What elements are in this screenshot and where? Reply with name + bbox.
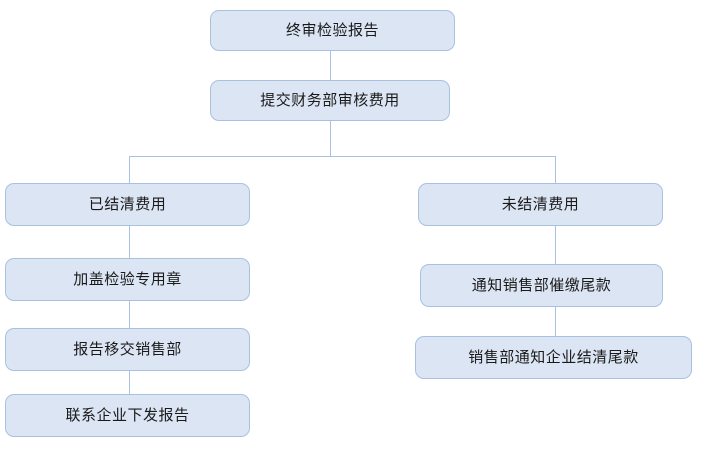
node-notify-sales[interactable]: 通知销售部催缴尾款 xyxy=(420,264,663,307)
connector-transfer-to-contact xyxy=(129,371,130,395)
connector-unsettled-to-notify xyxy=(555,226,556,265)
node-unsettled[interactable]: 未结清费用 xyxy=(418,183,663,226)
node-transfer-sales-label: 报告移交销售部 xyxy=(73,341,182,358)
connector-branch-horizontal xyxy=(129,156,556,157)
connector-notify-to-sales-notify xyxy=(555,306,556,337)
node-transfer-sales[interactable]: 报告移交销售部 xyxy=(5,328,250,371)
node-settled[interactable]: 已结清费用 xyxy=(5,183,250,226)
node-submit-finance[interactable]: 提交财务部审核费用 xyxy=(210,80,450,121)
node-settled-label: 已结清费用 xyxy=(88,196,167,213)
connector-start-to-submit xyxy=(330,50,331,80)
connector-submit-stem xyxy=(330,120,331,157)
node-submit-finance-label: 提交财务部审核费用 xyxy=(260,92,400,109)
node-unsettled-label: 未结清费用 xyxy=(501,196,580,213)
node-sales-notify-company-label: 销售部通知企业结清尾款 xyxy=(468,349,639,366)
connector-branch-left-drop xyxy=(129,156,130,184)
node-stamp[interactable]: 加盖检验专用章 xyxy=(5,258,250,301)
node-contact-company-label: 联系企业下发报告 xyxy=(65,407,190,424)
node-start[interactable]: 终审检验报告 xyxy=(210,10,455,51)
connector-settled-to-stamp xyxy=(129,226,130,259)
node-sales-notify-company[interactable]: 销售部通知企业结清尾款 xyxy=(415,336,692,379)
connector-branch-right-drop xyxy=(555,156,556,184)
node-start-label: 终审检验报告 xyxy=(285,22,379,39)
node-stamp-label: 加盖检验专用章 xyxy=(73,271,182,288)
node-contact-company[interactable]: 联系企业下发报告 xyxy=(5,394,250,437)
node-notify-sales-label: 通知销售部催缴尾款 xyxy=(471,277,612,294)
connector-stamp-to-transfer xyxy=(129,300,130,329)
